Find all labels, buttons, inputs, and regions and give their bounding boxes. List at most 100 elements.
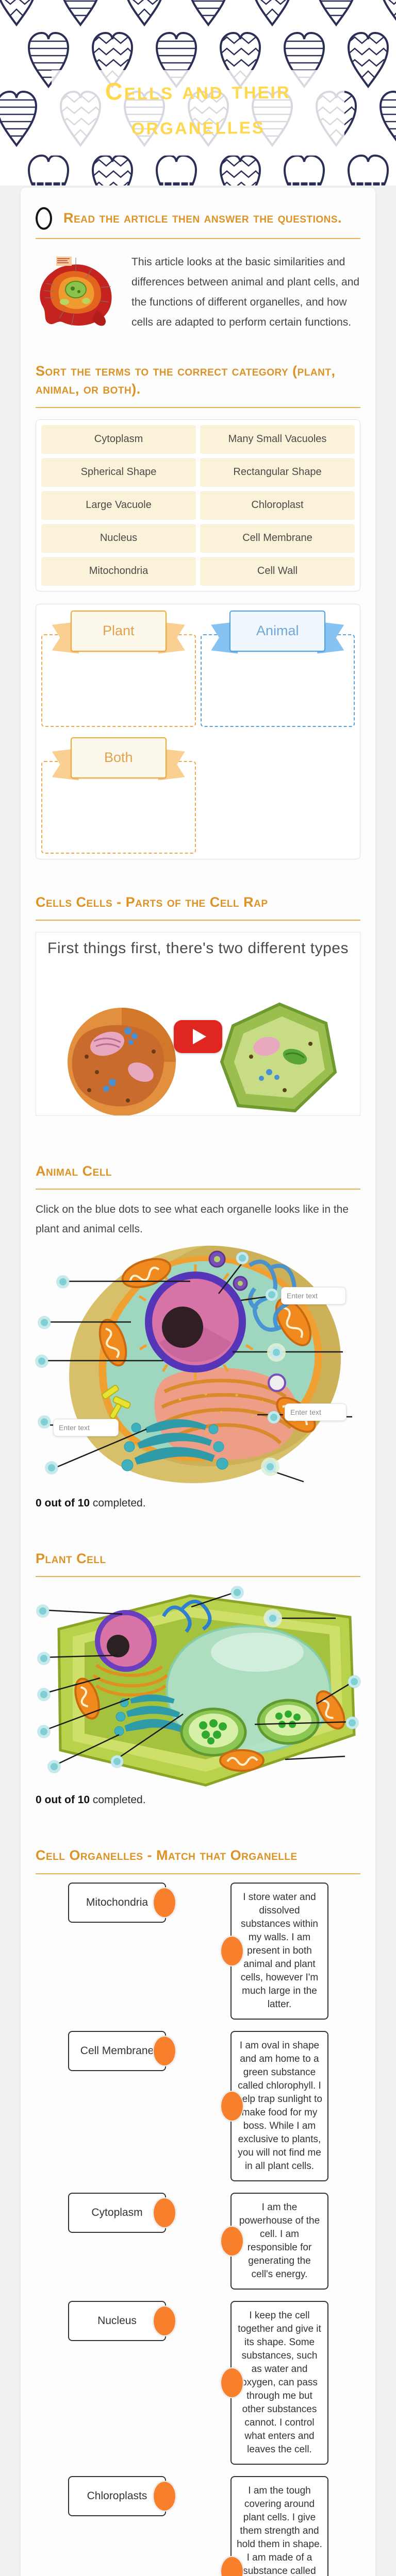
plant-cell-illustration [41,1591,356,1787]
animal-progress-status: 0 out of 10 completed. [36,1497,360,1510]
both-category-label: Both [70,737,167,778]
match-term-label: Mitochondria [86,1896,148,1908]
progress-label: completed. [90,1794,146,1806]
section-heading-cell-rap: Cells Cells - Parts of the Cell Rap [36,894,268,910]
match-term-box: Chloroplasts [68,2476,176,2516]
match-term-label: Cell Membrane [80,2044,154,2057]
organelle-hotspot-dot[interactable] [45,1462,58,1475]
animal-category-label: Animal [229,610,326,652]
match-row: Nucleus I keep the cell together and giv… [36,2300,360,2465]
match-description-box: I am oval in shape and am home to a gree… [220,2030,328,2181]
matching-exercise: Mitochondria I store water and dissolved… [36,1882,360,2576]
both-ribbon-banner: Both [70,737,167,778]
dropzone-both[interactable]: Both [41,737,196,854]
organelle-hotspot-dot[interactable] [267,1612,279,1625]
section-divider [36,406,360,408]
organelle-hotspot-dot[interactable] [38,1725,50,1738]
organelle-hotspot-dot[interactable] [346,1717,358,1730]
match-connector-dot[interactable] [220,2555,244,2576]
match-description-text: I keep the cell together and give it its… [238,2310,321,2455]
organelle-label-input[interactable] [285,1403,346,1421]
section-divider [36,238,360,239]
match-term-label: Nucleus [97,2314,137,2327]
organelle-label-input[interactable] [281,1287,346,1305]
term-chip[interactable]: Cytoplasm [41,425,196,454]
plant-ribbon-banner: Plant [70,610,167,652]
organelle-hotspot-dot[interactable] [266,1289,278,1301]
organelle-hotspot-dot[interactable] [231,1586,243,1599]
match-connector-dot[interactable] [220,1935,244,1967]
dropzone-plant[interactable]: Plant [41,610,196,727]
progress-count: 0 out of 10 [36,1497,90,1510]
term-chip[interactable]: Many Small Vacuoles [200,425,355,454]
organelle-hotspot-dot[interactable] [48,1760,60,1773]
animal-cell-instruction: Click on the blue dots to see what each … [36,1203,349,1235]
match-term-label: Cytoplasm [91,2206,143,2218]
match-connector-dot[interactable] [153,2035,176,2066]
match-term-label: Chloroplasts [87,2489,147,2502]
dropzone-animal[interactable]: Animal [200,610,355,727]
organelle-hotspot-dot[interactable] [38,1652,50,1665]
page-title-line2: organelles [131,111,266,140]
organelle-hotspot-dot[interactable] [111,1755,123,1768]
term-chips-container: Cytoplasm Many Small Vacuoles Spherical … [36,419,360,591]
match-description-text: I store water and dissolved substances w… [240,1891,319,2010]
progress-count: 0 out of 10 [36,1794,90,1806]
organelle-hotspot-dot[interactable] [268,1411,280,1424]
match-description-box: I am the powerhouse of the cell. I am re… [220,2192,328,2290]
section-heading-plant-cell: Plant Cell [36,1551,106,1567]
term-chip[interactable]: Mitochondria [41,556,196,586]
match-connector-dot[interactable] [153,2305,176,2336]
term-chip[interactable]: Large Vacuole [41,490,196,520]
organelle-hotspot-dot[interactable] [236,1252,249,1265]
term-chip[interactable]: Nucleus [41,523,196,553]
match-connector-dot[interactable] [220,2090,244,2122]
match-connector-dot[interactable] [153,1887,176,1918]
organelle-hotspot-dot[interactable] [270,1346,283,1359]
section-heading-match-organelle: Cell Organelles - Match that Organelle [36,1848,298,1863]
match-connector-dot[interactable] [153,2197,176,2228]
organelle-hotspot-dot[interactable] [38,1316,51,1329]
match-row: Cytoplasm I am the powerhouse of the cel… [36,2192,360,2290]
organelle-hotspot-dot[interactable] [264,1461,276,1473]
plant-cell-thumbnail-icon [220,1002,337,1112]
progress-label: completed. [90,1497,146,1510]
match-term-box: Cell Membrane [68,2030,176,2071]
term-chip[interactable]: Chloroplast [200,490,355,520]
organelle-hotspot-dot[interactable] [57,1276,69,1289]
match-row: Cell Membrane I am oval in shape and am … [36,2030,360,2181]
play-icon [193,1029,206,1044]
organelle-hotspot-dot[interactable] [36,1355,48,1368]
organelle-hotspot-dot[interactable] [37,1605,49,1618]
match-description-box: I store water and dissolved substances w… [220,1882,328,2020]
organelle-label-input[interactable] [53,1419,119,1437]
term-chip[interactable]: Cell Membrane [200,523,355,553]
youtube-video-embed[interactable]: First things first, there's two differen… [36,931,360,1116]
question-bullet-icon [36,207,52,230]
page-header: Cells and their organelles [0,0,396,185]
match-connector-dot[interactable] [153,2480,176,2512]
animal-ribbon-banner: Animal [229,610,326,652]
organelle-hotspot-dot[interactable] [38,1688,50,1701]
match-connector-dot[interactable] [220,2225,244,2257]
term-chip[interactable]: Cell Wall [200,556,355,586]
match-row: Mitochondria I store water and dissolved… [36,1882,360,2020]
term-chip[interactable]: Rectangular Shape [200,457,355,487]
article-summary-text: This article looks at the basic similari… [131,256,360,328]
worksheet-card: Read the article then answer the questio… [21,188,375,2576]
match-row: Chloroplasts I am the tough covering aro… [36,2476,360,2576]
video-thumbnail-caption: First things first, there's two differen… [47,939,349,957]
plant-progress-status: 0 out of 10 completed. [36,1794,360,1806]
animal-cell-thumbnail-icon [68,1007,176,1115]
section-divider [36,919,360,921]
organelle-hotspot-dot[interactable] [38,1416,51,1429]
match-term-box: Mitochondria [68,1882,176,1923]
section-heading-animal-cell: Animal Cell [36,1163,112,1179]
term-chip[interactable]: Spherical Shape [41,457,196,487]
section-heading-read-article: Read the article then answer the questio… [63,210,342,226]
animal-cell-article-image [40,257,112,326]
youtube-play-button[interactable] [174,1020,222,1053]
match-description-box: I keep the cell together and give it its… [220,2300,328,2465]
match-connector-dot[interactable] [220,2367,244,2398]
organelle-hotspot-dot[interactable] [348,1675,360,1688]
